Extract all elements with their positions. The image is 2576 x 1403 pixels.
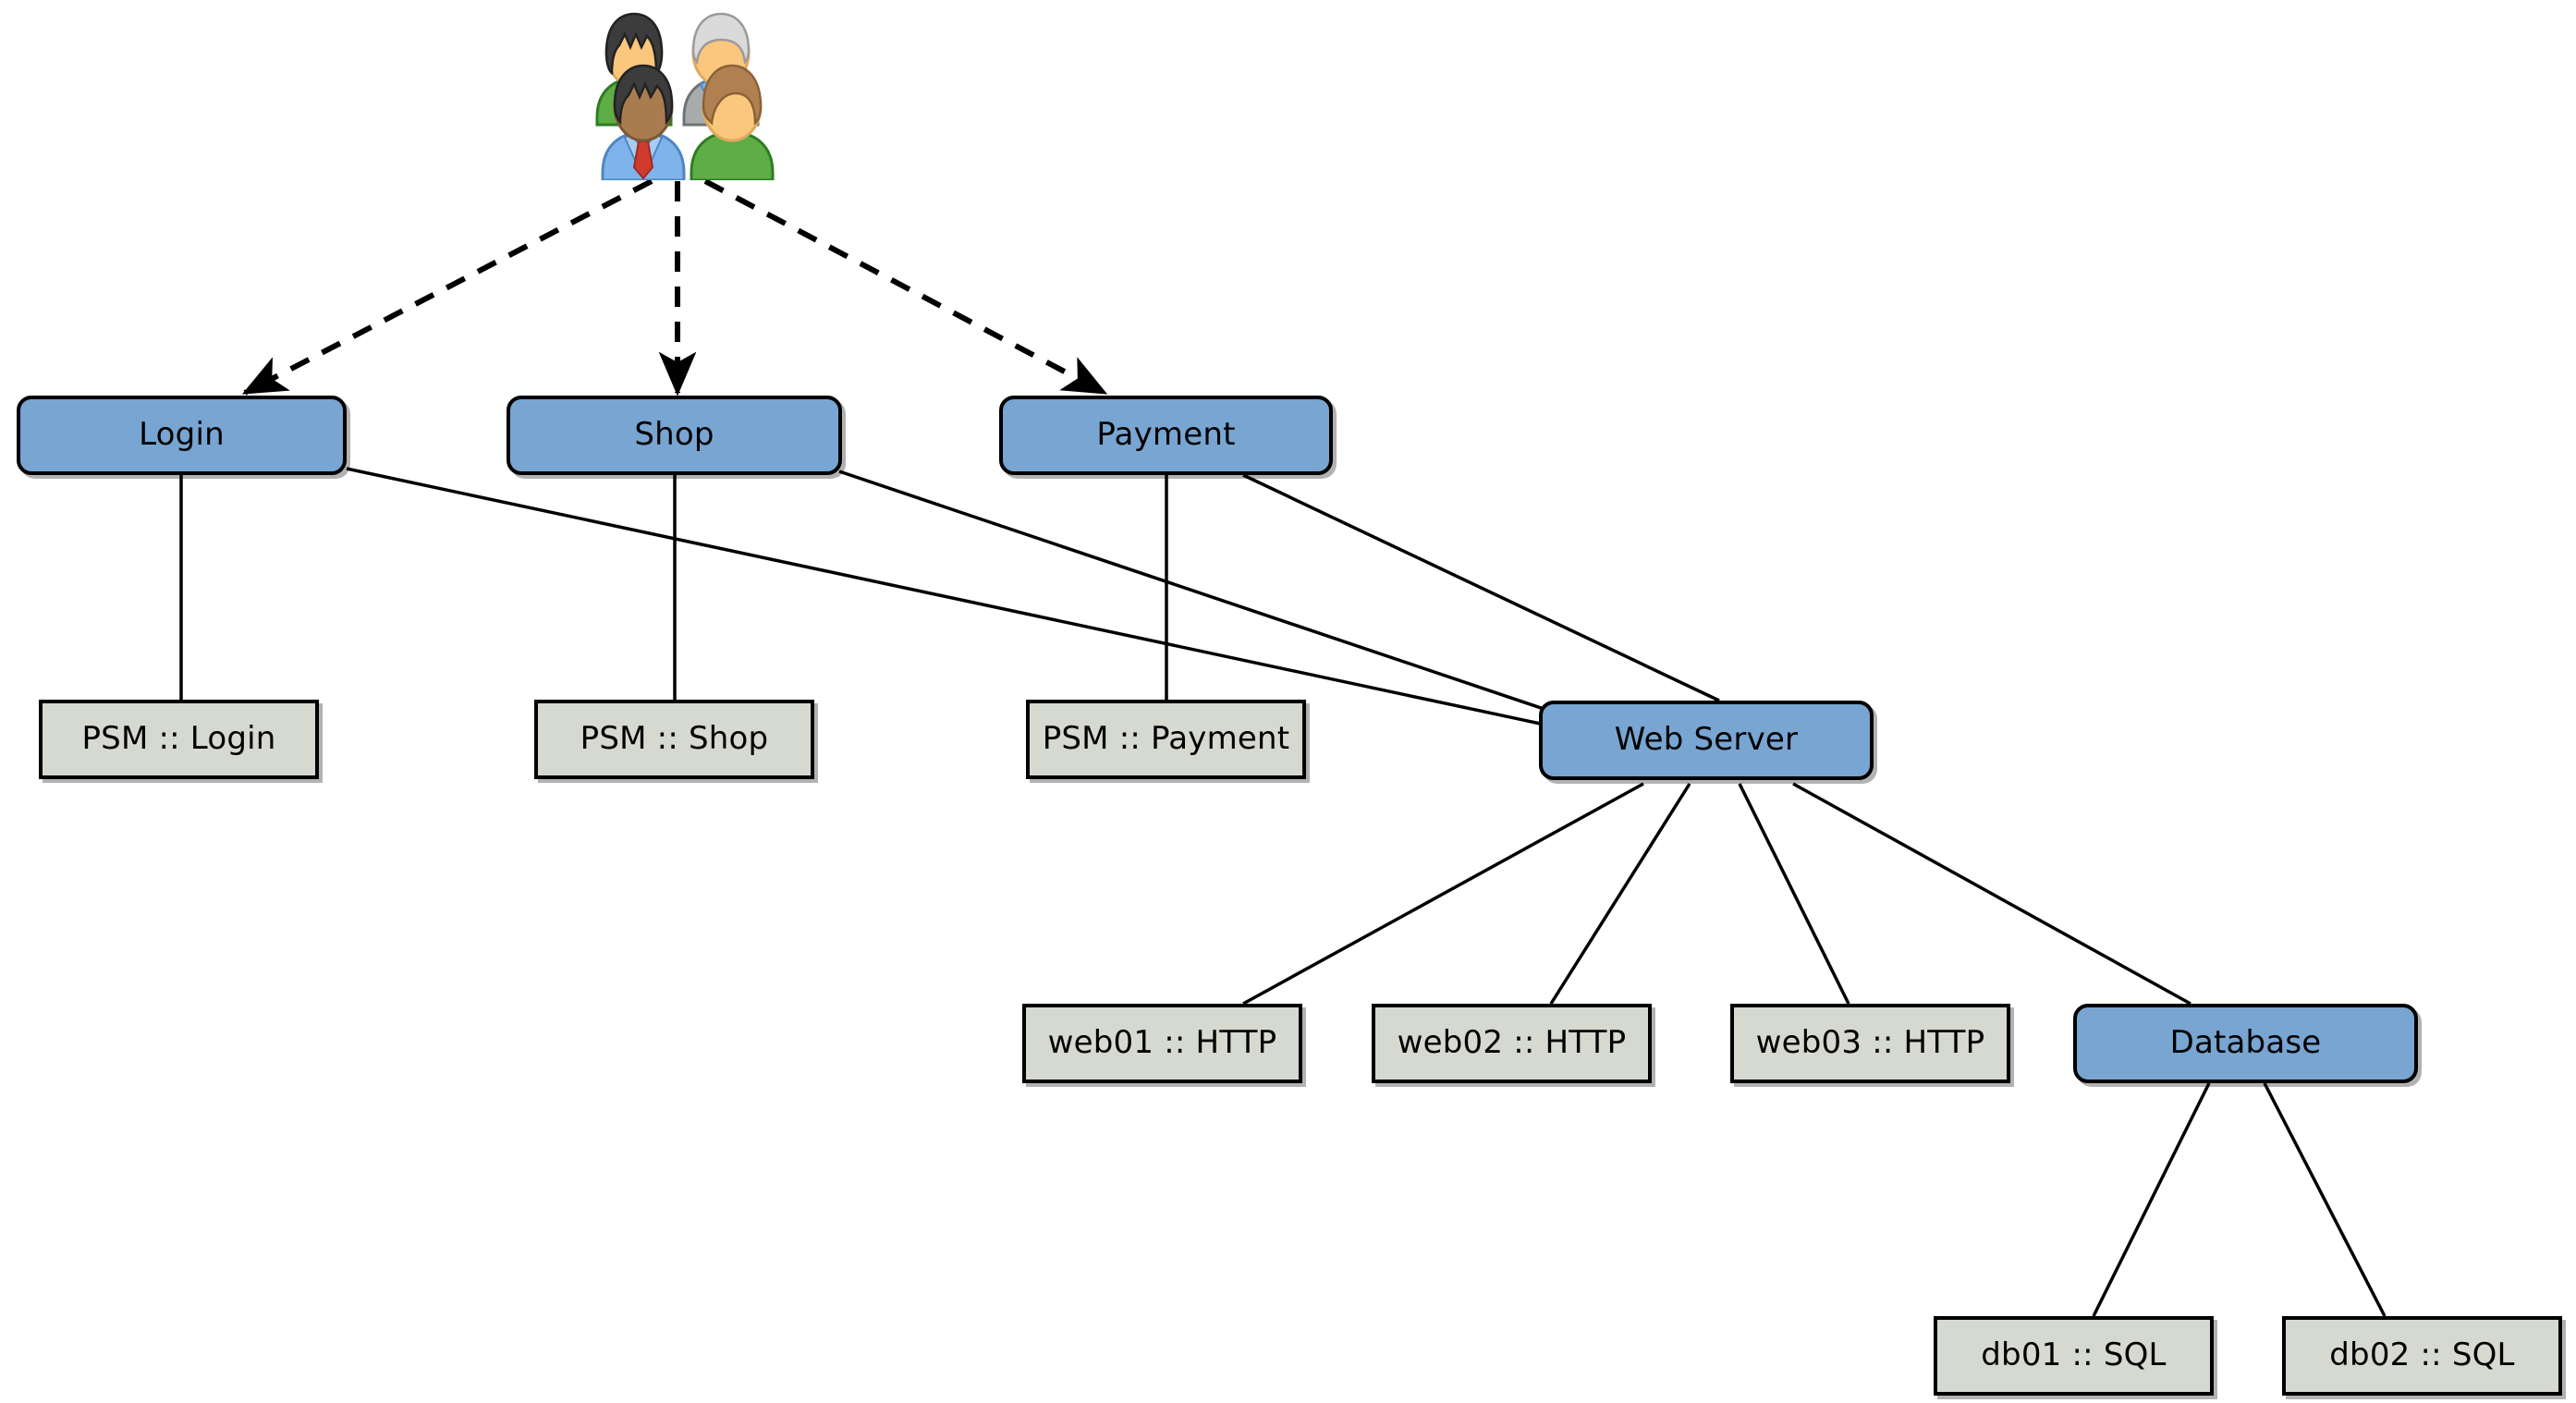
actor-group-icon: [573, 5, 781, 182]
node-label-database: Database: [2169, 1024, 2322, 1062]
node-payment[interactable]: Payment: [999, 396, 1333, 475]
node-psm_login[interactable]: PSM :: Login: [39, 700, 319, 779]
node-label-db01: db01 :: SQL: [1981, 1336, 2167, 1374]
node-label-psm_payment: PSM :: Payment: [1042, 720, 1290, 758]
person-front-left-icon: [601, 64, 686, 182]
node-label-login: Login: [139, 416, 225, 454]
edge-database-db01: [2092, 1082, 2211, 1317]
node-label-web03: web03 :: HTTP: [1755, 1024, 1985, 1062]
node-db01[interactable]: db01 :: SQL: [1934, 1316, 2214, 1396]
edge-web_server-web02: [1549, 783, 1691, 1005]
person-front-right-icon: [690, 64, 775, 182]
edge-web_server-web03: [1738, 783, 1850, 1005]
node-web02[interactable]: web02 :: HTTP: [1372, 1004, 1652, 1083]
edge-database-db02: [2263, 1082, 2387, 1317]
edge-login-web_server: [346, 467, 1563, 730]
node-label-web_server: Web Server: [1614, 721, 1799, 759]
node-label-web02: web02 :: HTTP: [1397, 1024, 1627, 1062]
node-db02[interactable]: db02 :: SQL: [2282, 1316, 2562, 1396]
node-web03[interactable]: web03 :: HTTP: [1730, 1004, 2010, 1083]
node-database[interactable]: Database: [2073, 1004, 2418, 1083]
node-label-psm_shop: PSM :: Shop: [580, 720, 769, 758]
node-shop[interactable]: Shop: [507, 396, 842, 475]
node-web01[interactable]: web01 :: HTTP: [1022, 1004, 1302, 1083]
edge-actors-login: [241, 178, 653, 396]
edge-shop-web_server: [838, 470, 1561, 716]
edge-payment-web_server: [1242, 473, 1720, 702]
node-label-web01: web01 :: HTTP: [1047, 1024, 1277, 1062]
node-label-db02: db02 :: SQL: [2329, 1336, 2515, 1374]
node-label-payment: Payment: [1096, 416, 1236, 454]
edge-web_server-web01: [1242, 782, 1644, 1006]
node-psm_shop[interactable]: PSM :: Shop: [534, 700, 814, 779]
node-psm_payment[interactable]: PSM :: Payment: [1026, 700, 1306, 779]
node-login[interactable]: Login: [17, 396, 347, 475]
edge-actors-payment: [703, 178, 1108, 396]
node-web_server[interactable]: Web Server: [1539, 701, 1874, 780]
node-label-shop: Shop: [634, 416, 714, 454]
node-label-psm_login: PSM :: Login: [81, 720, 276, 758]
edge-web_server-database: [1792, 782, 2191, 1006]
